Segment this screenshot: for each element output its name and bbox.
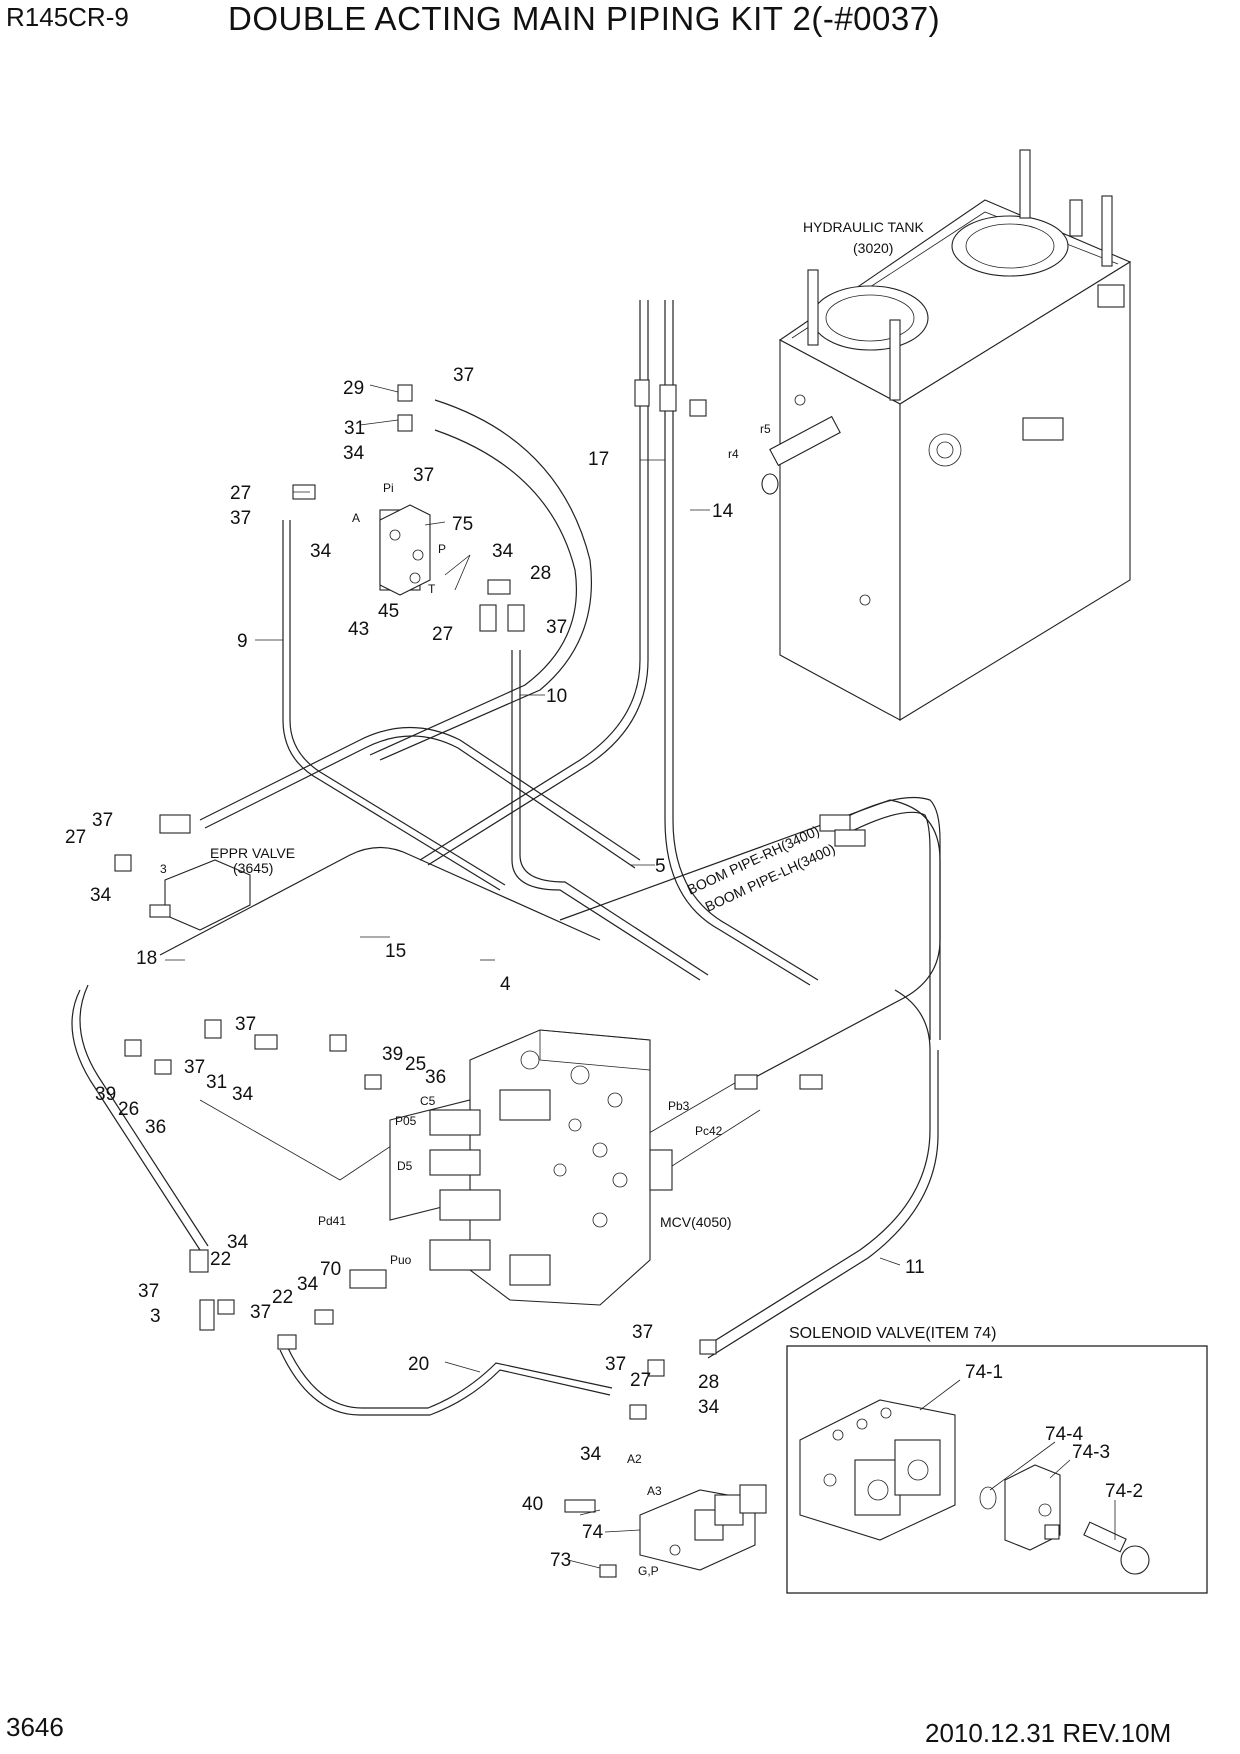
callout-numbers: 29 37 31 34 37 27 37 34 75 34 28 45 43 2… bbox=[65, 365, 1143, 1571]
callout-34: 34 bbox=[297, 1274, 319, 1295]
page-number: 3646 bbox=[6, 1712, 64, 1742]
callout-20: 20 bbox=[408, 1354, 429, 1375]
callout-31: 31 bbox=[206, 1072, 227, 1093]
callout-18: 18 bbox=[136, 948, 157, 969]
leader-lines bbox=[165, 384, 901, 1569]
callout-37: 37 bbox=[546, 617, 567, 638]
port-pi: Pi bbox=[383, 481, 394, 495]
revision-date: 2010.12.31 REV.10M bbox=[925, 1718, 1172, 1748]
callout-37: 37 bbox=[605, 1354, 626, 1375]
callout-34: 34 bbox=[492, 541, 514, 562]
callout-39: 39 bbox=[382, 1044, 403, 1065]
callout-28: 28 bbox=[698, 1372, 719, 1393]
solenoid-valve-title: SOLENOID VALVE(ITEM 74) bbox=[789, 1325, 996, 1342]
port-r5: r5 bbox=[760, 422, 771, 436]
callout-34: 34 bbox=[698, 1397, 720, 1418]
callout-74: 74 bbox=[582, 1522, 604, 1543]
callout-27: 27 bbox=[432, 624, 453, 645]
callout-74-3: 74-3 bbox=[1072, 1442, 1110, 1463]
callout-34: 34 bbox=[232, 1084, 254, 1105]
callout-34: 34 bbox=[343, 443, 365, 464]
callout-37: 37 bbox=[230, 508, 251, 529]
fittings bbox=[114, 379, 866, 1578]
callout-17: 17 bbox=[588, 449, 609, 470]
callout-5: 5 bbox=[655, 856, 666, 877]
hydraulic-tank-code: (3020) bbox=[853, 240, 893, 256]
callout-15: 15 bbox=[385, 941, 406, 962]
valve-75: Pi A P T bbox=[352, 481, 446, 596]
callout-36: 36 bbox=[145, 1117, 166, 1138]
page-title: DOUBLE ACTING MAIN PIPING KIT 2(-#0037) bbox=[228, 0, 941, 37]
callout-75: 75 bbox=[452, 514, 473, 535]
callout-11: 11 bbox=[905, 1257, 925, 1278]
callout-29: 29 bbox=[343, 378, 364, 399]
eppr-valve: EPPR VALVE (3645) 3 bbox=[149, 845, 295, 931]
callout-74-2: 74-2 bbox=[1105, 1481, 1143, 1502]
callout-26: 26 bbox=[118, 1099, 139, 1120]
callout-14: 14 bbox=[712, 501, 734, 522]
callout-37: 37 bbox=[235, 1014, 256, 1035]
port-pd41: Pd41 bbox=[318, 1214, 346, 1228]
callout-37: 37 bbox=[453, 365, 474, 386]
callout-25: 25 bbox=[405, 1054, 426, 1075]
callout-28: 28 bbox=[530, 563, 551, 584]
callout-4: 4 bbox=[500, 974, 511, 995]
port-t: T bbox=[428, 582, 436, 596]
port-puo: Puo bbox=[390, 1253, 412, 1267]
solenoid-valve-detail: SOLENOID VALVE(ITEM 74) bbox=[786, 1325, 1208, 1594]
port-pc42: Pc42 bbox=[695, 1124, 723, 1138]
callout-37: 37 bbox=[250, 1302, 271, 1323]
port-p05: P05 bbox=[395, 1114, 417, 1128]
callout-34: 34 bbox=[227, 1232, 249, 1253]
port-gp: G,P bbox=[638, 1564, 659, 1578]
callout-27: 27 bbox=[230, 483, 251, 504]
callout-31: 31 bbox=[344, 418, 365, 439]
callout-74-4: 74-4 bbox=[1045, 1424, 1083, 1445]
eppr-valve-label: EPPR VALVE bbox=[210, 845, 295, 861]
callout-27: 27 bbox=[65, 827, 86, 848]
callout-22: 22 bbox=[272, 1287, 293, 1308]
port-r4: r4 bbox=[728, 447, 739, 461]
callout-74-1: 74-1 bbox=[965, 1362, 1003, 1383]
callout-45: 45 bbox=[378, 601, 399, 622]
callout-34: 34 bbox=[310, 541, 332, 562]
hoses bbox=[71, 300, 941, 1416]
port-a2: A2 bbox=[627, 1452, 642, 1466]
callout-22: 22 bbox=[210, 1249, 231, 1270]
port-3: 3 bbox=[160, 862, 167, 876]
callout-10: 10 bbox=[546, 686, 567, 707]
port-a3: A3 bbox=[647, 1484, 662, 1498]
callout-40: 40 bbox=[522, 1494, 543, 1515]
callout-36: 36 bbox=[425, 1067, 446, 1088]
port-p: P bbox=[438, 542, 446, 556]
port-d5: D5 bbox=[397, 1159, 413, 1173]
hydraulic-tank-label: HYDRAULIC TANK bbox=[803, 219, 925, 235]
callout-39: 39 bbox=[95, 1084, 116, 1105]
callout-37: 37 bbox=[92, 810, 113, 831]
callout-34: 34 bbox=[90, 885, 112, 906]
callout-37: 37 bbox=[184, 1057, 205, 1078]
callout-37: 37 bbox=[413, 465, 434, 486]
eppr-valve-code: (3645) bbox=[233, 860, 273, 876]
main-control-valve: MCV(4050) C5 P05 D5 Pd41 Puo Pb3 Pc42 bbox=[318, 1029, 732, 1306]
mcv-label: MCV(4050) bbox=[660, 1214, 732, 1230]
callout-43: 43 bbox=[348, 619, 369, 640]
callout-73: 73 bbox=[550, 1550, 571, 1571]
callout-27: 27 bbox=[630, 1370, 651, 1391]
hydraulic-tank: HYDRAULIC TANK (3020) r5 r4 bbox=[728, 149, 1132, 721]
port-a: A bbox=[352, 511, 360, 525]
callout-37: 37 bbox=[138, 1281, 159, 1302]
port-pb3: Pb3 bbox=[668, 1099, 690, 1113]
callout-70: 70 bbox=[320, 1259, 341, 1280]
callout-34: 34 bbox=[580, 1444, 602, 1465]
callout-3: 3 bbox=[150, 1306, 161, 1327]
model-number: R145CR-9 bbox=[6, 2, 129, 32]
callout-37: 37 bbox=[632, 1322, 653, 1343]
port-c5: C5 bbox=[420, 1094, 436, 1108]
solenoid-valve-74: A2 A3 G,P bbox=[627, 1452, 767, 1578]
callout-9: 9 bbox=[237, 631, 248, 652]
